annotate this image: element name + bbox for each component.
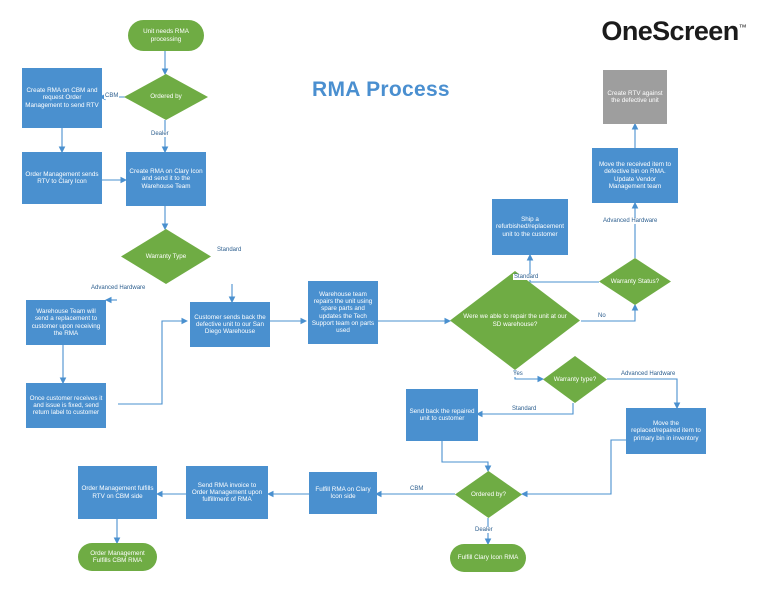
node-send-rma-invoice[interactable]: Send RMA invoice to Order Management upo… <box>186 466 268 519</box>
edge-label-yes-repair: Yes <box>512 371 524 377</box>
node-om-sends-rtv[interactable]: Order Management sends RTV to Clary Icon <box>22 152 102 204</box>
onescreen-logo: OneScreen™ <box>601 16 746 47</box>
trademark-symbol: ™ <box>738 23 747 32</box>
node-warehouse-repairs[interactable]: Warehouse team repairs the unit using sp… <box>308 281 378 344</box>
node-end-clary[interactable]: Fulfill Clary Icon RMA <box>450 544 526 572</box>
edge-label-adv-hw-2: Advanced Hardware <box>602 218 659 224</box>
edge-label-no-repair: No <box>597 313 607 319</box>
node-warranty-status[interactable]: Warranty Status? <box>599 258 671 305</box>
node-move-primary-bin[interactable]: Move the replaced/repaired item to prima… <box>626 408 706 454</box>
node-create-rma-clary[interactable]: Create RMA on Clary Icon and send it to … <box>126 152 206 206</box>
node-label: Ordered by? <box>470 490 506 498</box>
node-ship-refurbished[interactable]: Ship a refurbished/replacement unit to t… <box>492 199 568 255</box>
node-warranty-type-1[interactable]: Warranty Type <box>121 229 211 284</box>
node-om-fulfills-rtv[interactable]: Order Management fulfills RTV on CBM sid… <box>78 466 157 519</box>
node-able-to-repair[interactable]: Were we able to repair the unit at our S… <box>450 271 580 370</box>
edge-label-adv-hw-1: Advanced Hardware <box>90 285 147 291</box>
node-move-defective-bin[interactable]: Move the received item to defective bin … <box>592 148 678 203</box>
logo-text: OneScreen <box>601 16 739 46</box>
node-ordered-by-top[interactable]: Ordered by <box>124 74 208 120</box>
edge-label-dealer-bottom: Dealer <box>474 527 494 533</box>
node-customer-sends-back[interactable]: Customer sends back the defective unit t… <box>190 302 270 347</box>
node-start[interactable]: Unit needs RMA processing <box>128 20 204 51</box>
node-warehouse-replacement[interactable]: Warehouse Team will send a replacement t… <box>26 300 106 345</box>
node-label: Warranty Type <box>145 252 187 260</box>
node-ordered-by-bottom[interactable]: Ordered by? <box>455 471 522 518</box>
node-create-rma-cbm[interactable]: Create RMA on CBM and request Order Mana… <box>22 68 102 128</box>
node-create-rtv-defective[interactable]: Create RTV against the defective unit <box>603 70 667 124</box>
node-send-back-repaired[interactable]: Send back the repaired unit to customer <box>406 389 478 441</box>
edge-label-standard-1: Standard <box>216 247 243 253</box>
node-return-label[interactable]: Once customer receives it and issue is f… <box>26 383 106 428</box>
node-end-cbm[interactable]: Order Management Fulfills CBM RMA <box>78 543 157 571</box>
edge-label-cbm-bottom: CBM <box>409 486 425 492</box>
edge-label-standard-3: Standard <box>511 406 538 412</box>
edge-label-standard-2: Standard <box>513 274 540 280</box>
node-fulfill-rma-clary[interactable]: Fulfill RMA on Clary Icon side <box>309 472 377 514</box>
edge-label-adv-hw-3: Advanced Hardware <box>620 371 677 377</box>
edge-label-dealer-top: Dealer <box>150 131 170 137</box>
edge-label-cbm-top: CBM <box>104 93 120 99</box>
page-title: RMA Process <box>312 78 450 101</box>
node-label: Warranty type? <box>553 375 597 383</box>
node-label: Were we able to repair the unit at our S… <box>463 313 567 328</box>
node-label: Warranty Status? <box>610 277 660 285</box>
node-warranty-type-2[interactable]: Warranty type? <box>543 356 607 403</box>
node-label: Ordered by <box>150 93 182 101</box>
